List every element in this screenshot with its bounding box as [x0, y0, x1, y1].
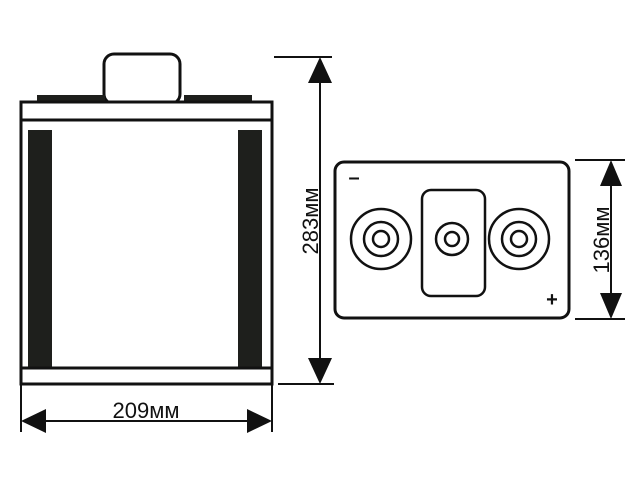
- battery-base: [19, 366, 274, 386]
- arrow-down-icon: [308, 358, 332, 384]
- negative-sign: –: [348, 167, 359, 189]
- body-bar-left: [28, 130, 52, 368]
- battery-handle: [102, 52, 182, 106]
- top-plate-left: [37, 95, 105, 103]
- battery-side-view: 209мм 283мм: [19, 52, 334, 433]
- battery-top-view: – + 136мм: [333, 159, 625, 320]
- negative-terminal-icon: [349, 207, 413, 271]
- height-dimension: 283мм: [274, 56, 334, 385]
- arrow-left-icon: [21, 409, 46, 433]
- center-vent-box: [420, 188, 487, 298]
- positive-sign: +: [546, 289, 558, 311]
- top-plate-right: [184, 95, 252, 103]
- body-bar-right: [238, 130, 262, 368]
- depth-label: 136мм: [589, 207, 614, 274]
- positive-terminal-icon: [487, 207, 551, 271]
- width-dimension: 209мм: [20, 384, 273, 433]
- battery-body: [19, 118, 274, 372]
- arrow-up-icon: [308, 57, 332, 83]
- height-label: 283мм: [298, 188, 323, 255]
- depth-dimension: 136мм: [575, 159, 625, 320]
- arrow-up-icon: [600, 160, 622, 186]
- arrow-down-icon: [600, 293, 622, 319]
- width-label: 209мм: [113, 398, 180, 423]
- center-vent-icon: [434, 221, 470, 257]
- arrow-right-icon: [247, 409, 272, 433]
